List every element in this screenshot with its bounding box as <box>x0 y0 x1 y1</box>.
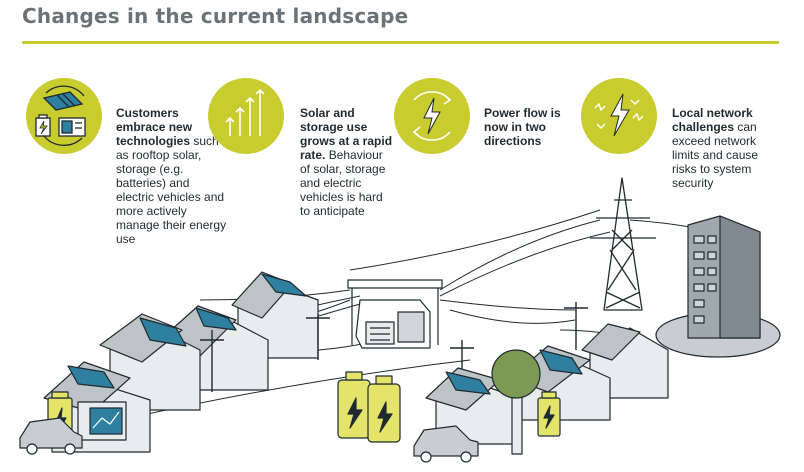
caption-network: Local network challenges can exceed netw… <box>672 106 776 190</box>
smart-meter-left <box>77 401 127 441</box>
caption-solar-bold: Solar and storage use grows at a rapid r… <box>300 106 393 162</box>
car-left <box>19 417 83 455</box>
substation <box>347 279 443 349</box>
caption-customers-bold: Customers embrace new technologies <box>116 106 193 148</box>
title-underline <box>22 41 779 44</box>
page-title: Changes in the current landscape <box>22 4 409 28</box>
caption-power-flow-bold: Power flow is now in two directions <box>484 106 561 148</box>
grid-battery-2 <box>367 375 401 443</box>
caption-customers: Customers embrace new technologies such … <box>116 106 228 246</box>
grid-battery-1 <box>337 371 371 439</box>
car-right <box>413 425 479 463</box>
home-battery-right <box>537 391 561 437</box>
caption-solar: Solar and storage use grows at a rapid r… <box>300 106 396 218</box>
caption-network-bold: Local network challenges <box>672 106 753 134</box>
house-left-2 <box>99 313 201 411</box>
transmission-pylon <box>590 177 656 311</box>
caption-solar-text: Behaviour of solar, storage and electric… <box>300 148 386 218</box>
two-way-power-icon <box>394 78 470 154</box>
growth-arrows-icon <box>208 78 284 154</box>
customer-technology-icon <box>26 78 102 154</box>
network-challenge-icon <box>581 78 657 154</box>
office-building <box>655 215 781 358</box>
caption-customers-text: such as rooftop solar, storage (e.g. bat… <box>116 134 227 246</box>
tree <box>491 349 541 455</box>
caption-network-text: can exceed network limits and cause risk… <box>672 120 759 190</box>
caption-power-flow: Power flow is now in two directions <box>484 106 576 148</box>
